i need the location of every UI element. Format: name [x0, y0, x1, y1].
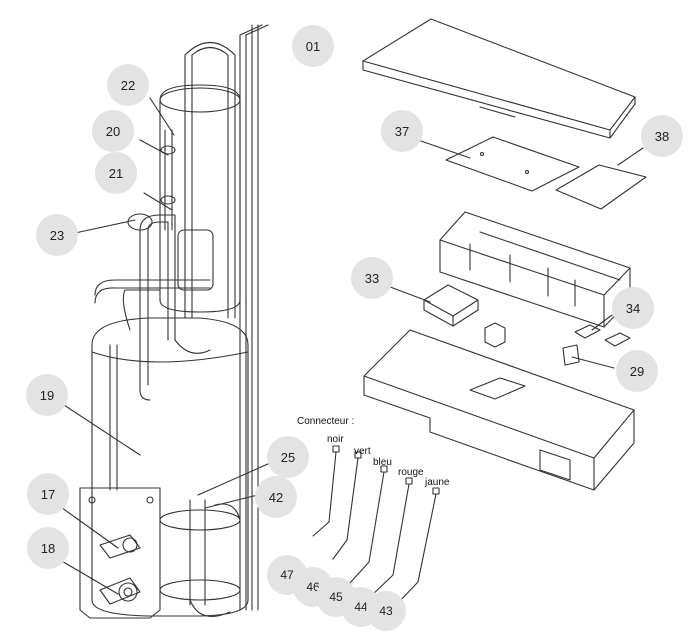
service-valve-18 — [99, 577, 141, 605]
callout-33: 33 — [351, 257, 393, 299]
label-jaune: jaune — [425, 477, 450, 488]
callout-22: 22 — [107, 64, 149, 106]
lower-tray — [363, 329, 635, 459]
callout-29: 29 — [616, 350, 658, 392]
callout-43: 43 — [366, 591, 406, 631]
callout-23: 23 — [36, 214, 78, 256]
wire-bleu — [348, 471, 385, 585]
relay — [484, 322, 506, 348]
callout-17: 17 — [27, 473, 69, 515]
callout-20: 20 — [92, 110, 134, 152]
valve-body — [177, 229, 214, 291]
terminal-block — [539, 449, 571, 481]
label-vert: vert — [354, 446, 371, 457]
label-bleu: bleu — [373, 457, 392, 468]
mounting-plate — [79, 487, 161, 619]
compressor-body — [91, 317, 249, 617]
part-33 — [423, 284, 479, 317]
wire-rouge — [368, 483, 410, 599]
callout-38: 38 — [641, 115, 683, 157]
callout-21: 21 — [95, 152, 137, 194]
callout-37: 37 — [381, 110, 423, 152]
board-37 — [445, 136, 580, 192]
callout-42: 42 — [255, 476, 297, 518]
connector-title: Connecteur : — [297, 416, 355, 427]
wire-jaune — [396, 493, 437, 605]
callout-01: 01 — [292, 25, 334, 67]
board-38 — [555, 164, 647, 210]
callout-19: 19 — [26, 374, 68, 416]
callout-18: 18 — [27, 527, 69, 569]
wire-vert — [332, 457, 359, 560]
box-frame — [439, 211, 631, 296]
callout-34: 34 — [612, 287, 654, 329]
wire-noir — [312, 451, 337, 537]
service-valve-17 — [99, 534, 141, 559]
part-29 — [562, 344, 580, 366]
callout-25: 25 — [267, 436, 309, 478]
part-34 — [574, 324, 601, 339]
label-rouge: rouge — [398, 467, 424, 478]
label-noir: noir — [327, 434, 344, 445]
